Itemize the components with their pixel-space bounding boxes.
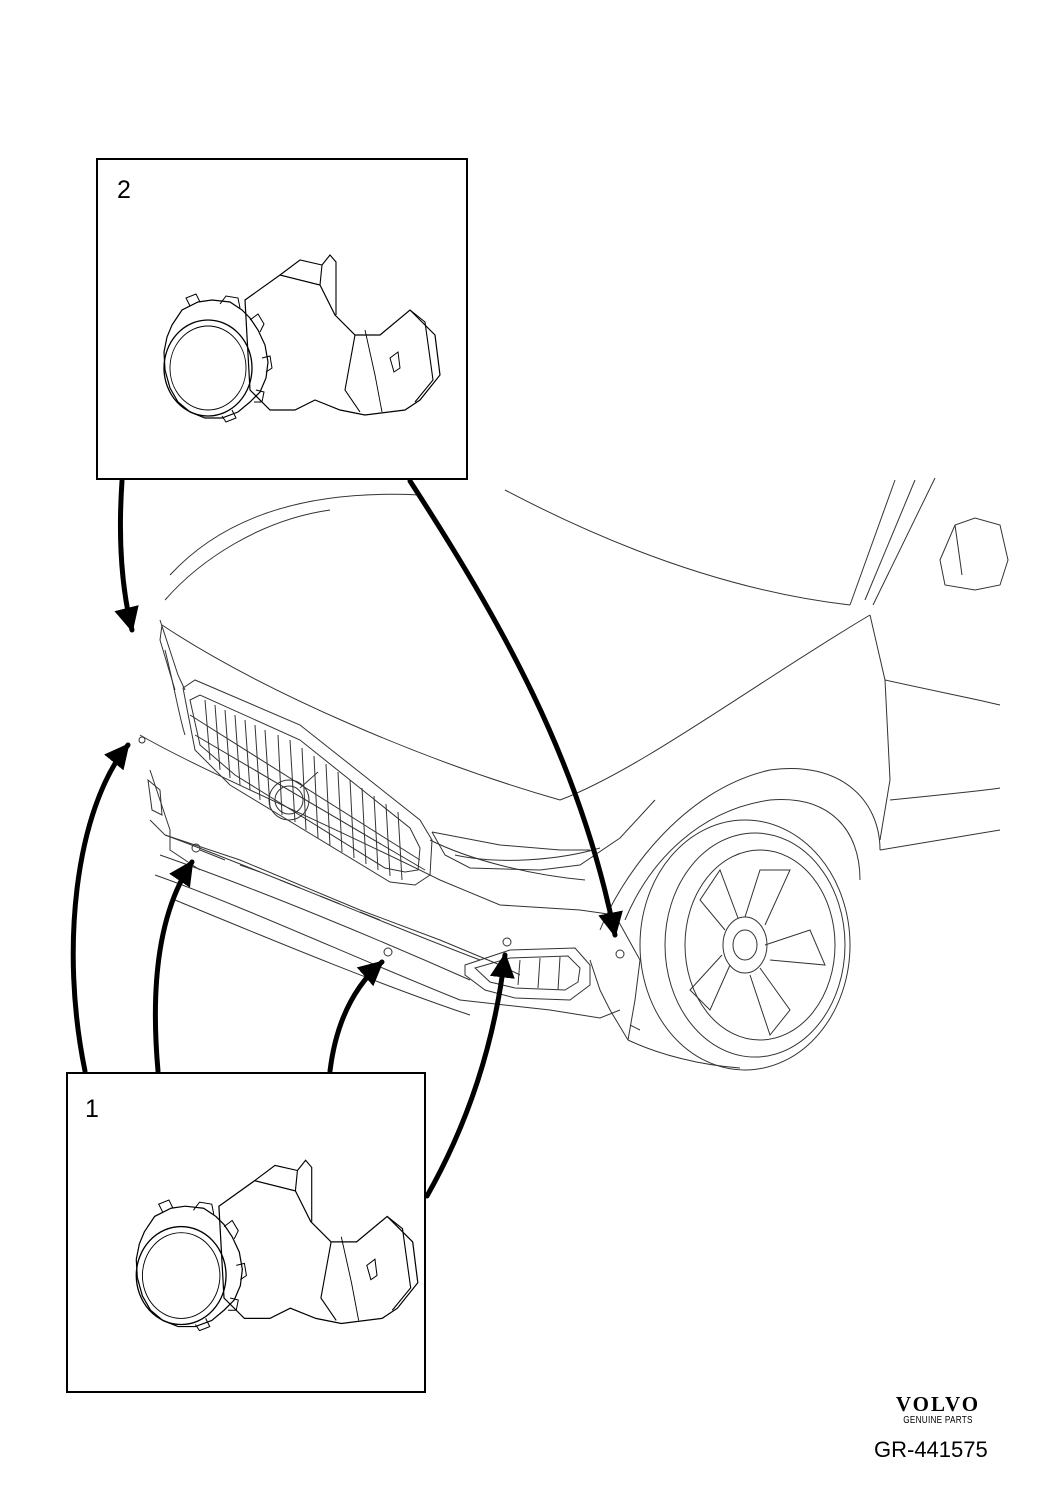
leader-arrow-2a [114,478,139,633]
leader-arrow-1b [152,859,195,1074]
callout-box-2 [96,158,468,480]
callout-number-1: 1 [85,1095,99,1123]
callout-number-2: 2 [117,176,131,204]
brand-logo: VOLVO GENUINE PARTS [876,1393,1000,1427]
brand-subtitle: GENUINE PARTS [903,1415,973,1426]
leader-arrows [70,478,623,1199]
drawing-number: GR-441575 [874,1437,988,1462]
leader-arrow-2b [407,478,623,938]
sensor-illustration-2 [163,254,441,423]
brand-name: VOLVO [895,1392,981,1416]
leader-arrow-1d [424,952,515,1199]
leader-arrow-1a [70,742,131,1074]
sensor-illustration-1 [135,1159,419,1332]
callout-box-1 [66,1072,426,1393]
leader-arrow-1c [327,959,385,1074]
vehicle-front-illustration [138,477,1009,1071]
